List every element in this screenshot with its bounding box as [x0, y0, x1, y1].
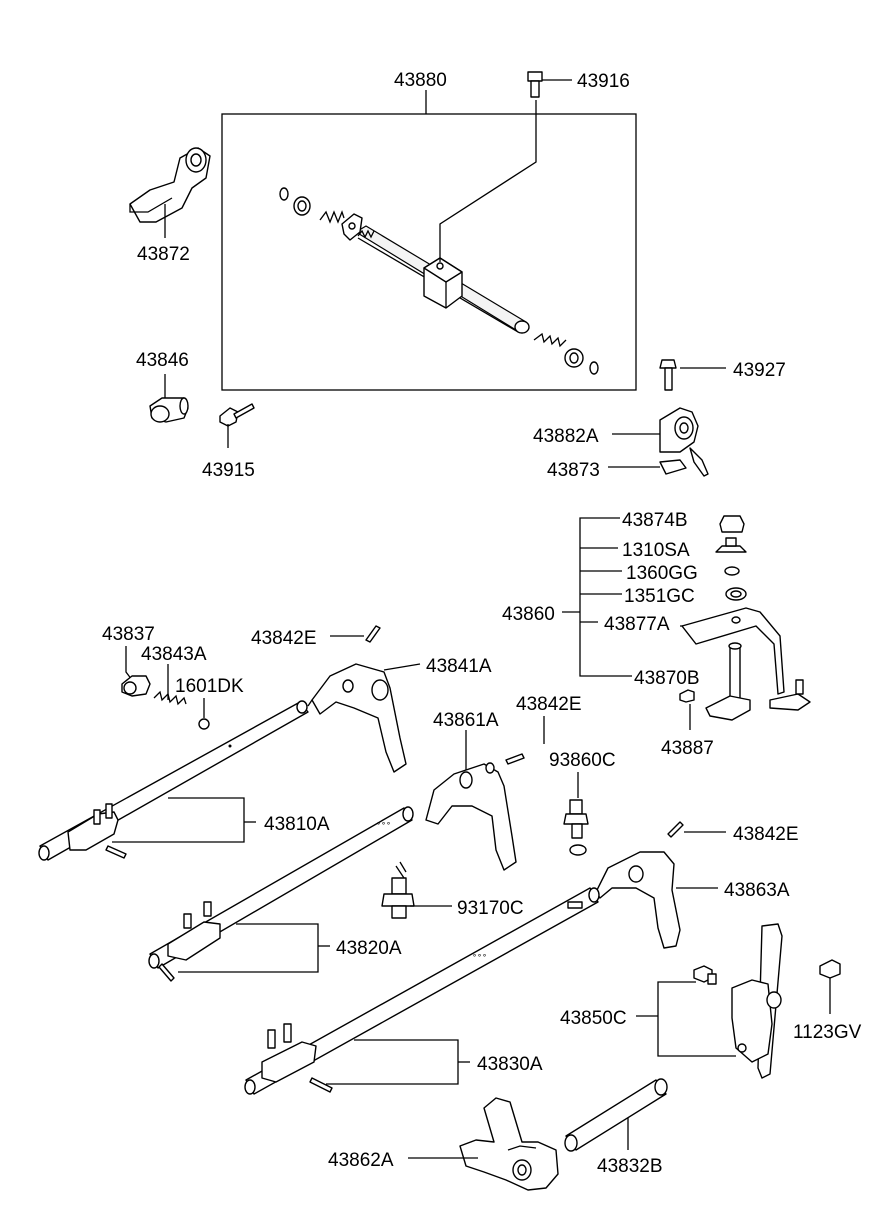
oring-left [279, 187, 289, 201]
part-43872 [129, 147, 211, 238]
label-93170C: 93170C [457, 898, 524, 919]
bolt-43850C [693, 965, 717, 985]
part-43882A [612, 407, 709, 477]
bolt-43916 [527, 71, 572, 98]
lever-plate [341, 213, 363, 241]
label-43916: 43916 [577, 71, 630, 92]
pin-43842E-c [667, 821, 684, 838]
cap-43874B [719, 515, 745, 533]
shift-shaft-assembly-group: 43880 [221, 70, 637, 391]
shift-shaft [355, 225, 530, 334]
label-43915: 43915 [202, 460, 255, 481]
label-43874B: 43874B [622, 510, 688, 531]
label-43870B: 43870B [634, 668, 700, 689]
plug-43846 [149, 397, 189, 423]
label-43927: 43927 [733, 360, 786, 381]
svg-text:∘∘∘: ∘∘∘ [472, 951, 487, 960]
spring-right [533, 332, 567, 348]
sensor-93170C [381, 861, 452, 919]
spring-left [319, 210, 345, 224]
label-43861A: 43861A [433, 710, 499, 731]
washer-1360GG [724, 566, 740, 576]
pin-43842E-a [365, 625, 381, 643]
label-93860C: 93860C [549, 750, 616, 771]
label-1123GV: 1123GV [793, 1022, 862, 1043]
label-1351GC: 1351GC [624, 586, 695, 607]
label-43873: 43873 [547, 460, 600, 481]
plug-43837 [121, 675, 151, 697]
label-43862A: 43862A [328, 1150, 394, 1171]
bolt-43887 [679, 689, 695, 730]
bracket-43830A [326, 1039, 459, 1085]
label-43887: 43887 [661, 738, 714, 759]
bracket-43850C [657, 981, 736, 1057]
nut-1310SA [715, 537, 747, 553]
label-43860: 43860 [502, 604, 555, 625]
pin-43842E-b [505, 753, 525, 765]
lever-43850C [731, 923, 783, 1079]
label-43842E-a: 43842E [251, 628, 317, 649]
rod-43820A: ∘∘∘ [148, 806, 414, 982]
label-43842E-c: 43842E [733, 824, 799, 845]
oring-right [589, 361, 599, 375]
label-43850C: 43850C [560, 1008, 627, 1029]
spring-43843A [153, 690, 187, 706]
bracket-43810A [112, 797, 245, 843]
label-43843A: 43843A [141, 644, 207, 665]
label-43846: 43846 [136, 350, 189, 371]
svg-text:∘∘∘: ∘∘∘ [376, 819, 391, 828]
fork-43862A [408, 1097, 559, 1191]
bolt-43915 [219, 403, 255, 448]
fork-43841A [307, 663, 421, 773]
sensor-93860C [563, 799, 589, 856]
label-43810A: 43810A [264, 814, 330, 835]
label-43872: 43872 [137, 244, 190, 265]
spring-small [357, 229, 375, 239]
label-1601DK: 1601DK [175, 676, 244, 697]
label-43841A: 43841A [426, 656, 492, 677]
bolt-1123GV [819, 959, 841, 1014]
pin-43870B [705, 642, 751, 721]
label-43830A: 43830A [477, 1054, 543, 1075]
label-43842E-b: 43842E [516, 694, 582, 715]
bracket-43820A [178, 923, 319, 973]
label-43863A: 43863A [724, 880, 790, 901]
bolt-43927 [659, 359, 726, 391]
label-43820A: 43820A [336, 938, 402, 959]
assembly-box-43880 [221, 113, 637, 391]
fork-43863A [595, 851, 718, 949]
rod-43830A: ∘∘∘ [244, 887, 600, 1095]
label-43832B: 43832B [597, 1156, 663, 1177]
label-1360GG: 1360GG [626, 563, 698, 584]
label-1310SA: 1310SA [622, 540, 690, 561]
rod-43810A [38, 700, 309, 861]
fork-43861A [425, 730, 517, 871]
part-43873 [608, 459, 687, 475]
label-43882A: 43882A [533, 426, 599, 447]
rod-43832B [564, 1078, 668, 1152]
label-43880: 43880 [394, 70, 447, 91]
ball-1601DK [198, 718, 210, 730]
label-43837: 43837 [102, 624, 155, 645]
bracket-43877A [681, 607, 811, 711]
label-43877A: 43877A [604, 614, 670, 635]
